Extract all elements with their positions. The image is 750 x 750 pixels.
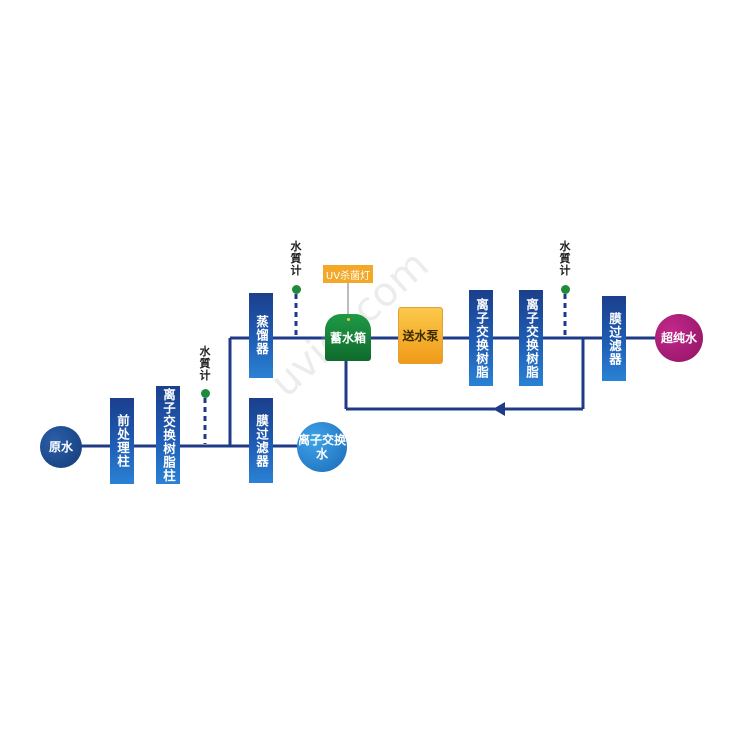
membrane-filter-1: 膜过滤器 (249, 398, 273, 483)
ultrapure-water-node: 超纯水 (655, 314, 703, 362)
ion-resin-2: 离子交换树脂 (519, 290, 543, 386)
ion-exchange-water-node: 离子交换水 (297, 422, 347, 472)
meter2-sensor-icon (292, 285, 301, 294)
ion-resin-column: 离子交换树脂柱 (156, 386, 180, 484)
raw-water-node: 原水 (40, 426, 82, 468)
membrane-filter-2: 膜过滤器 (602, 296, 626, 381)
storage-tank: 蓄水箱 (325, 314, 371, 361)
uv-lamp: UV杀菌灯 (323, 265, 373, 283)
flow-arrow-icon (493, 402, 505, 416)
meter2-label: 水質计 (290, 240, 302, 277)
uv-indicator-icon (347, 318, 350, 321)
meter1-label: 水質计 (199, 345, 211, 382)
distiller: 蒸馏器 (249, 293, 273, 378)
meter3-label: 水質计 (559, 240, 571, 277)
pretreatment-column: 前处理柱 (110, 398, 134, 484)
ion-resin-1: 离子交换树脂 (469, 290, 493, 386)
meter3-sensor-icon (561, 285, 570, 294)
feed-pump: 送水泵 (398, 307, 443, 364)
meter1-sensor-icon (201, 389, 210, 398)
